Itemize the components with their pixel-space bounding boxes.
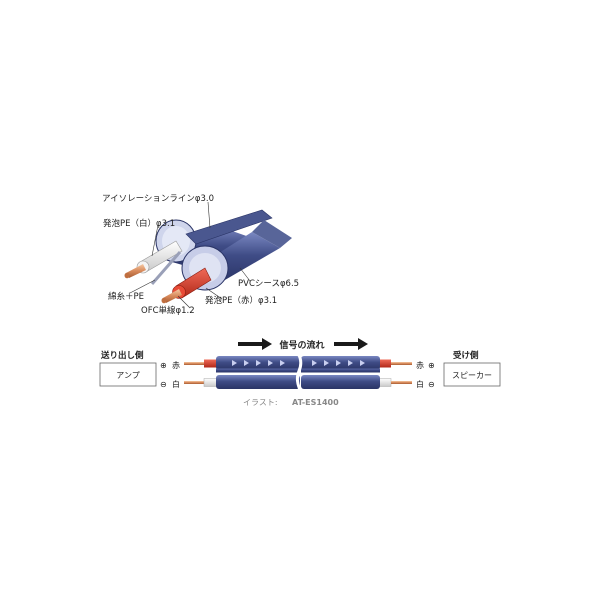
left-plus-symbol: ⊕ (160, 361, 167, 370)
label-pvc-sheath: PVCシースφ6.5 (238, 279, 299, 289)
right-plus-symbol: ⊕ (428, 361, 435, 370)
speaker-box-label: スピーカー (452, 371, 492, 380)
cable-break (295, 352, 303, 393)
flow-arrow-right-icon (358, 338, 368, 350)
cable-body-left (216, 356, 300, 389)
connection-diagram: 送り出し側 アンプ 受け側 スピーカー ⊕ 赤 ⊖ 白 赤 ⊕ 白 ⊖ (99, 338, 501, 407)
white-conductor (124, 240, 183, 279)
left-minus-color: 白 (172, 379, 180, 389)
right-minus-color: 白 (416, 379, 424, 389)
direction-chevrons (232, 360, 365, 366)
left-plus-color: 赤 (172, 361, 180, 370)
label-cotton-pe: 綿糸＋PE (108, 291, 144, 302)
label-foam-pe-red: 発泡PE（赤）φ3.1 (205, 295, 277, 306)
label-ofc-wire: OFC単線φ1.2 (141, 305, 195, 316)
left-wires (184, 359, 218, 387)
right-minus-symbol: ⊖ (428, 380, 435, 389)
flow-label: 信号の流れ (279, 339, 324, 351)
destination-heading: 受け側 (453, 350, 479, 361)
cotton-fiber (150, 251, 182, 285)
amp-box (99, 362, 157, 387)
right-wires (377, 359, 412, 387)
left-minus-symbol: ⊖ (160, 380, 167, 389)
signal-flow: 信号の流れ (238, 338, 368, 351)
red-conductor (161, 267, 212, 304)
illustration-credit-label: イラスト: (243, 398, 278, 407)
model-name: AT-ES1400 (292, 398, 339, 407)
label-foam-pe-white: 発泡PE（白）φ3.1 (103, 218, 175, 229)
source-heading: 送り出し側 (100, 350, 144, 361)
label-isolation-line: アイソレーションラインφ3.0 (102, 194, 214, 204)
speaker-box (443, 362, 501, 387)
right-plus-color: 赤 (416, 361, 424, 370)
amp-box-label: アンプ (116, 371, 139, 380)
cable-cross-section: アイソレーションラインφ3.0 発泡PE（白）φ3.1 綿糸＋PE OFC単線φ… (102, 194, 299, 316)
isolation-line (185, 209, 273, 245)
flow-arrow-left-icon (262, 338, 272, 350)
